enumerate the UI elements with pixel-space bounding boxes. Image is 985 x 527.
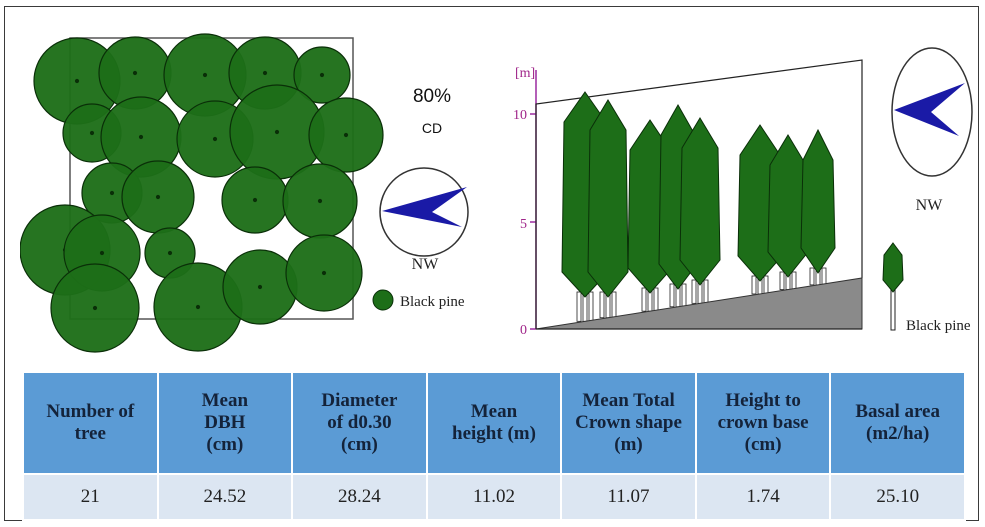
cell-mean-total-crown: 11.07 [560, 473, 697, 521]
tree-stem-point [319, 72, 325, 78]
cd-percent: 80% [413, 86, 451, 107]
tree-stem-point [321, 270, 327, 276]
tree-stem-point [92, 305, 98, 311]
tree-trunk [653, 287, 659, 312]
tree-trunk [641, 287, 647, 312]
compass-icon-right [891, 47, 973, 177]
compass-label: NW [412, 256, 440, 273]
tree-stem-point [167, 250, 173, 256]
tree-trunk [751, 275, 757, 295]
tree-crown-profile [800, 128, 836, 274]
profile-box [535, 59, 863, 329]
tree-trunk [791, 271, 797, 290]
tree-stem-point [195, 304, 201, 310]
tree-stem-point [132, 70, 138, 76]
table-row: 21 24.52 28.24 11.02 11.07 1.74 25.10 [22, 473, 966, 521]
legend-label-right: Black pine [906, 318, 971, 334]
tree-stem-point [138, 134, 144, 140]
tree-trunk [611, 291, 617, 319]
tree-stem-point [89, 130, 95, 136]
tree-stem-point [317, 198, 323, 204]
legend-label: Black pine [400, 294, 465, 310]
compass-icon [379, 167, 469, 257]
cd-label: CD [422, 120, 442, 136]
crown-map-panel: 80% CD NW Black pine [20, 33, 469, 353]
tree-stem-point [212, 136, 218, 142]
tree-crown-profile [679, 117, 721, 286]
stand-profile-panel: [m] 10 5 0 NW Black pine [513, 47, 973, 338]
tree-stem-point [109, 190, 115, 196]
tree-stem-point [155, 194, 161, 200]
tree-trunk [669, 283, 675, 308]
black-pine-legend-icon [372, 289, 394, 311]
y-tick-0: 0 [520, 323, 527, 338]
tree-trunk [576, 291, 582, 322]
tree-stem-point [252, 197, 258, 203]
black-pine-profile-legend-icon [882, 242, 904, 331]
tree-crown-profile [587, 99, 629, 298]
y-axis-unit: [m] [515, 66, 535, 81]
figure-frame [4, 6, 979, 521]
tree-trunk [588, 291, 594, 322]
tree-trunk [681, 283, 687, 308]
header-basal-area: Basal area(m2/ha) [829, 371, 966, 475]
cell-height-to-crown-base: 1.74 [694, 473, 832, 521]
y-tick-5: 5 [520, 217, 527, 232]
tree-trunk [809, 267, 815, 286]
tree-stem-point [274, 129, 280, 135]
tree-stem-point [99, 250, 105, 256]
cell-mean-dbh: 24.52 [156, 473, 294, 521]
y-tick-10: 10 [513, 108, 527, 123]
tree-stem-point [257, 284, 263, 290]
tree-trunk [779, 271, 785, 290]
tree-trunk [763, 275, 769, 295]
tree-trunk [821, 267, 827, 286]
compass-label-right: NW [916, 197, 944, 214]
tree-trunk [599, 291, 605, 319]
cell-mean-height: 11.02 [425, 473, 563, 521]
tree-trunk [691, 279, 697, 304]
tree-trunk [703, 279, 709, 304]
tree-stem-point [343, 132, 349, 138]
cell-diameter-d030: 28.24 [291, 473, 428, 521]
cell-number-of-tree: 21 [22, 473, 159, 521]
cell-basal-area: 25.10 [829, 473, 966, 521]
tree-stem-point [202, 72, 208, 78]
tree-stem-point [74, 78, 80, 84]
tree-stem-point [262, 70, 268, 76]
